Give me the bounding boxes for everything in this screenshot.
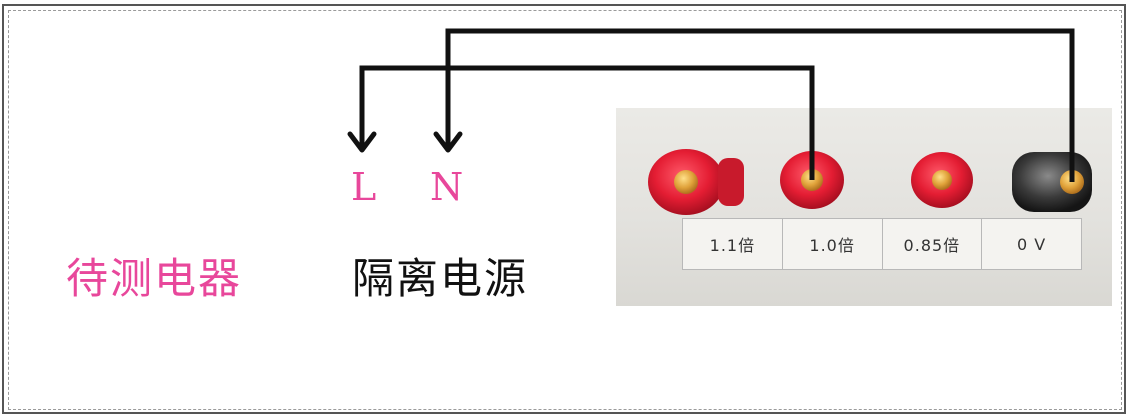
terminal-label-1-0x: 1.0倍 [783,219,883,269]
isolated-power-label: 隔离电源 [352,254,529,303]
power-supply-panel-photo [616,108,1112,306]
neutral-label: N [430,165,464,209]
live-label: L [351,165,377,209]
terminal-label-1-1x: 1.1倍 [683,219,783,269]
diagram-inner-border [8,10,1122,410]
terminal-label-strip: 1.1倍 1.0倍 0.85倍 0 V [682,218,1082,270]
device-under-test-label: 待测电器 [66,254,243,303]
terminal-label-0v: 0 V [1017,234,1047,254]
terminal-label-0-85x: 0.85倍 [883,219,983,269]
